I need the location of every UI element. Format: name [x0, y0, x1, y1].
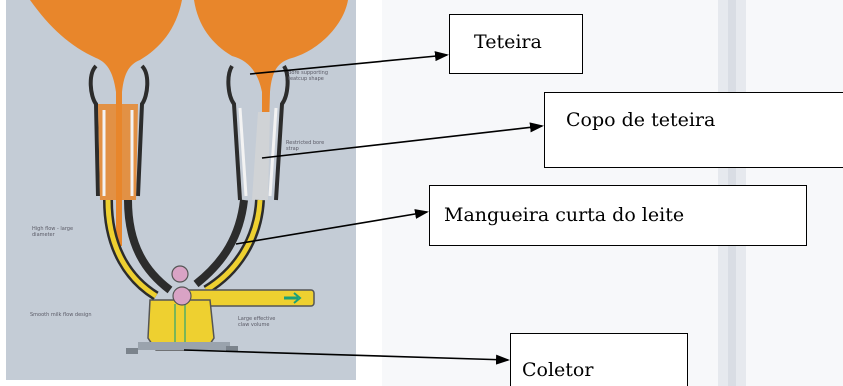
label-mangueira-curta-do-leite: Mangueira curta do leite	[444, 204, 684, 226]
label-coletor: Coletor	[522, 359, 593, 381]
arrow-coletor	[184, 350, 508, 360]
label-teteira: Teteira	[474, 31, 542, 53]
label-box-copo-de-teteira: Copo de teteira	[544, 92, 843, 168]
label-box-teteira: Teteira	[449, 14, 583, 74]
label-box-mangueira-curta-do-leite: Mangueira curta do leite	[429, 185, 807, 246]
arrow-copo-de-teteira	[262, 126, 542, 158]
label-copo-de-teteira: Copo de teteira	[566, 109, 715, 131]
arrow-mangueira	[236, 212, 427, 244]
arrow-teteira	[250, 55, 447, 74]
label-box-coletor: Coletor	[510, 333, 688, 386]
